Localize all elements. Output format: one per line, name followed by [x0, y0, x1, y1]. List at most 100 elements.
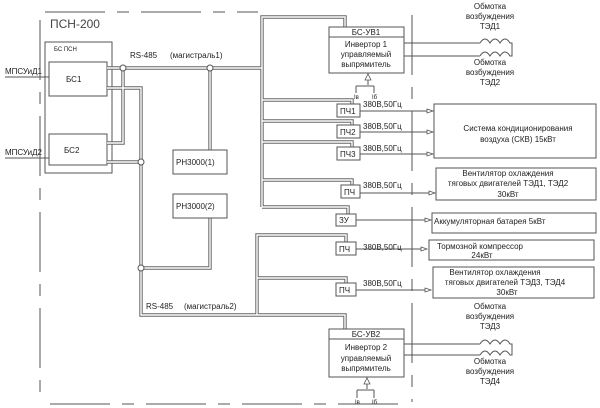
- inverter-2-line: выпрямитель: [341, 364, 391, 373]
- inverter-2-line: Инвертор 2: [345, 343, 388, 352]
- svg-text:30кВт: 30кВт: [497, 190, 518, 199]
- bus-line-core: [256, 234, 347, 315]
- rn3000-2-box: [172, 193, 228, 219]
- svg-text:Обмотка: Обмотка: [474, 58, 507, 67]
- inverter-1-line: управляемый: [341, 50, 391, 59]
- bus-node: [137, 264, 145, 272]
- bus-line-core: [107, 68, 124, 144]
- winding-ted3-label: Обмотка возбуждения ТЭД3: [466, 302, 514, 331]
- svg-text:Вентилятор охлаждения: Вентилятор охлаждения: [462, 169, 553, 178]
- svg-text:ТЭД3: ТЭД3: [480, 322, 501, 331]
- bs-psn-label: БС ПСН: [54, 47, 77, 53]
- bus-line-core: [262, 120, 353, 125]
- svg-text:380В,50Гц: 380В,50Гц: [363, 100, 402, 109]
- winding-ted4-label: Обмотка возбуждения ТЭД4: [466, 357, 514, 386]
- sensor-iv: Iв: [354, 95, 359, 101]
- bus-line-core: [257, 314, 346, 329]
- svg-text:возбуждения: возбуждения: [466, 12, 514, 21]
- sensor-ib: Iб: [372, 95, 378, 101]
- supply-labels: 380В,50Гц 380В,50Гц 380В,50Гц 380В,50Гц …: [363, 100, 402, 288]
- bus-node: [137, 158, 145, 166]
- input-mpsuid2: МПСУиД2: [5, 148, 43, 157]
- psn-boundary: [39, 11, 413, 405]
- svg-text:ТЭД4: ТЭД4: [480, 377, 501, 386]
- bus-line: [262, 205, 350, 214]
- svg-text:Обмотка: Обмотка: [474, 357, 507, 366]
- converters: ПЧ1 ПЧ2 ПЧ3 ПЧ ЗУ ПЧ ПЧ: [335, 103, 361, 297]
- bus-line: [141, 218, 212, 270]
- load-battery: Аккумуляторная батарея 5кВт: [431, 212, 597, 234]
- svg-text:380В,50Гц: 380В,50Гц: [363, 181, 402, 190]
- bs1-box: [48, 61, 108, 97]
- winding-ted2-label: Обмотка возбуждения ТЭД2: [466, 58, 514, 87]
- svg-text:возбуждения: возбуждения: [466, 68, 514, 77]
- input-mpsuid1: МПСУиД1: [5, 67, 43, 76]
- svg-text:380В,50Гц: 380В,50Гц: [363, 122, 402, 131]
- rn3000-1-label: РН3000(1): [176, 158, 215, 167]
- bus-node: [206, 64, 214, 72]
- inverter-1: БС-УВ1 Инвертор 1 управляемый выпрямител…: [328, 26, 513, 101]
- inverter-2: БС-УВ2 Инвертор 2 управляемый выпрямител…: [328, 328, 513, 406]
- bus-line: [262, 178, 354, 185]
- bus1-name: (магистраль1): [170, 51, 223, 60]
- svg-text:возбуждения: возбуждения: [466, 367, 514, 376]
- load-compressor: Тормозной компрессор 24кВт: [428, 239, 595, 261]
- converter-label: ПЧ: [344, 188, 355, 197]
- inverter-2-line: управляемый: [341, 354, 391, 363]
- bs2-box: [48, 133, 108, 166]
- feed-lines: [356, 108, 437, 293]
- svg-text:Обмотка: Обмотка: [474, 302, 507, 311]
- svg-text:Система кондиционирования: Система кондиционирования: [463, 124, 572, 133]
- inverter-1-line: выпрямитель: [341, 60, 391, 69]
- svg-text:ТЭД2: ТЭД2: [480, 78, 501, 87]
- svg-text:380В,50Гц: 380В,50Гц: [363, 279, 402, 288]
- converter-label: ЗУ: [339, 216, 350, 225]
- bus-line: [257, 276, 348, 283]
- svg-text:Вентилятор охлаждения: Вентилятор охлаждения: [449, 268, 540, 277]
- bus-line-core: [107, 87, 257, 316]
- bus-line: [257, 313, 347, 329]
- bus-line-core: [261, 16, 346, 207]
- svg-text:тяговых двигателей ТЭД3, ТЭД4: тяговых двигателей ТЭД3, ТЭД4: [445, 278, 566, 287]
- winding-coil-icon: [479, 38, 513, 57]
- svg-text:Тормозной компрессор: Тормозной компрессор: [437, 242, 524, 251]
- bus-node: [119, 64, 127, 72]
- svg-text:возбуждения: возбуждения: [466, 312, 514, 321]
- converter-label: ПЧ1: [340, 107, 356, 116]
- bus2-protocol: RS-485: [146, 302, 174, 311]
- converter-label: ПЧ2: [340, 128, 356, 137]
- bus-line-core: [141, 218, 211, 269]
- bus-line-core: [262, 99, 353, 104]
- psn-title: ПСН-200: [50, 17, 100, 31]
- winding-coil-icon: [479, 339, 513, 356]
- rn3000-1-box: [172, 149, 228, 175]
- svg-text:380В,50Гц: 380В,50Гц: [363, 144, 402, 153]
- sensor-arrow-icon: [363, 377, 371, 385]
- bus-line-core: [257, 277, 347, 283]
- sensor-ib: Iб: [372, 400, 378, 406]
- svg-text:воздуха (СКВ) 15кВт: воздуха (СКВ) 15кВт: [480, 135, 556, 144]
- load-fan-2: Вентилятор охлаждения тяговых двигателей…: [432, 266, 595, 299]
- bus-line-core: [262, 206, 349, 214]
- bus-line-core: [262, 141, 353, 147]
- bus2-name: (магистраль2): [184, 302, 237, 311]
- bus-lines: [107, 15, 354, 329]
- bus1-protocol: RS-485: [130, 51, 158, 60]
- svg-text:380В,50Гц: 380В,50Гц: [363, 243, 402, 252]
- svg-text:30кВт: 30кВт: [496, 288, 517, 297]
- bs2-label: БС2: [64, 146, 80, 155]
- converter-label: ПЧ: [339, 286, 350, 295]
- svg-text:тяговых двигателей ТЭД1, ТЭД2: тяговых двигателей ТЭД1, ТЭД2: [448, 179, 569, 188]
- rn3000-2-label: РН3000(2): [176, 202, 215, 211]
- bus-line: [262, 140, 354, 147]
- bs1-label: БС1: [66, 75, 82, 84]
- load-skv: Система кондиционирования воздуха (СКВ) …: [433, 103, 597, 159]
- svg-text:24кВт: 24кВт: [471, 251, 492, 260]
- sensor-iv: Iв: [355, 400, 360, 406]
- converter-label: ПЧ3: [340, 150, 356, 159]
- bus-line-core: [262, 179, 353, 185]
- inverter-1-line: Инвертор 1: [345, 40, 388, 49]
- load-fan-1: Вентилятор охлаждения тяговых двигателей…: [435, 167, 597, 201]
- bus-line: [255, 233, 348, 315]
